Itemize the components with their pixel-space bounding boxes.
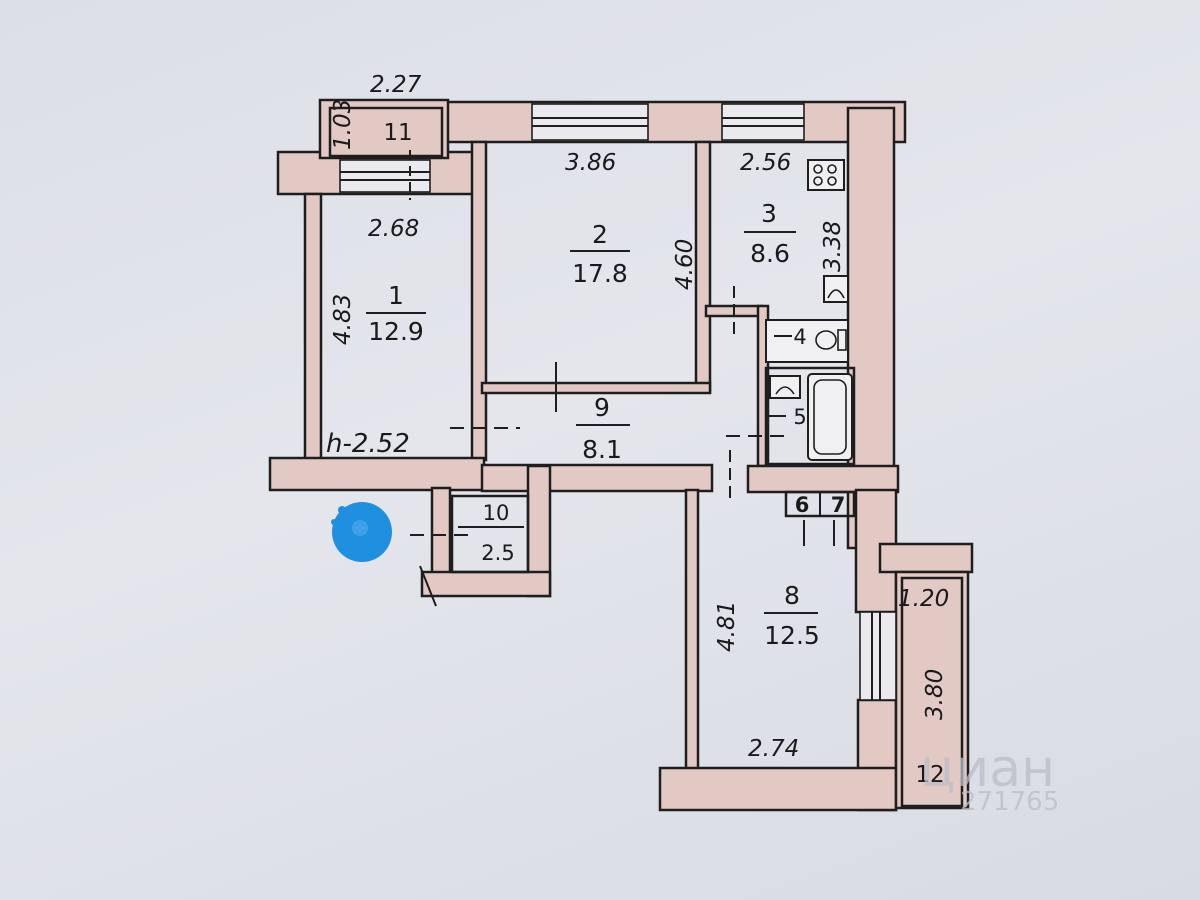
room-number-2: 2	[592, 220, 608, 249]
dim-room2-length: 4.60	[672, 239, 698, 290]
dim-ceiling-height: h-2.52	[326, 429, 410, 459]
wall-room8-bottom	[658, 766, 898, 812]
wall-lower-left	[268, 456, 486, 492]
window-room2	[531, 103, 649, 141]
dim-room2-width: 3.86	[565, 150, 616, 176]
door-marks	[409, 150, 835, 607]
room-area-8: 12.5	[764, 621, 820, 650]
fraction-lines	[366, 231, 818, 614]
dim-room8-width: 2.74	[748, 736, 799, 762]
balcony-11-inner	[328, 106, 444, 158]
dim-balcony-12-length: 3.80	[922, 669, 948, 720]
bathtub-icon	[807, 373, 853, 461]
room-number-7: 7	[831, 493, 846, 517]
room-number-6: 6	[795, 493, 810, 517]
dim-room1-length: 4.83	[330, 294, 356, 345]
dim-balcony-12-width: 1.20	[898, 586, 949, 612]
dim-room1-width: 2.68	[368, 216, 419, 242]
sink-icon	[823, 275, 849, 303]
wall-room1-room2	[470, 140, 488, 462]
room-number-12: 12	[915, 762, 944, 788]
window-room8	[859, 611, 897, 701]
balcony-12-inner	[900, 576, 964, 808]
wall-room2-kitchen	[694, 140, 712, 394]
window-kitchen	[721, 103, 805, 141]
wall-corridor-lower	[480, 463, 714, 493]
wall-right-stub	[878, 542, 974, 574]
dim-balcony-11-depth: 1.03	[330, 99, 356, 150]
room-number-8: 8	[784, 581, 800, 610]
room-area-1: 12.9	[368, 317, 424, 346]
watermark-number: 271765	[960, 787, 1059, 817]
room-number-10: 10	[483, 501, 510, 525]
room-number-4: 4	[793, 325, 806, 349]
wall-balcony-12	[894, 570, 970, 810]
room-number-9: 9	[594, 393, 610, 422]
room-area-9: 8.1	[582, 435, 622, 464]
room-number-3: 3	[761, 199, 777, 228]
watermark-brand: циан	[920, 739, 1055, 799]
dim-balcony-11-width: 2.27	[370, 72, 422, 98]
room-area-3: 8.6	[750, 239, 790, 268]
toilet-icon	[765, 319, 849, 363]
dim-kitchen-width: 2.56	[740, 150, 791, 176]
room-10-outline	[450, 494, 530, 574]
wall-balcony-11	[318, 98, 450, 160]
wall-entry-left	[430, 486, 452, 578]
washbasin-icon	[769, 375, 801, 399]
stove-icon	[807, 159, 845, 191]
room-number-5: 5	[793, 405, 806, 429]
wall-below-room2	[480, 381, 712, 395]
wall-room8-left	[684, 488, 700, 772]
room-number-11: 11	[383, 120, 412, 146]
wall-corridor-lower-right	[746, 464, 900, 494]
wall-top-room2	[438, 100, 907, 144]
room-area-10: 2.5	[481, 541, 514, 565]
wall-entry-bottom	[420, 570, 552, 598]
window-room1	[339, 159, 431, 193]
room-area-2: 17.8	[572, 259, 628, 288]
wall-left-room1	[303, 192, 323, 462]
blue-marker-icon	[331, 502, 392, 562]
room-number-1: 1	[388, 281, 404, 310]
bath-room-outline	[764, 366, 856, 466]
dim-kitchen-length: 3.38	[820, 221, 846, 272]
dim-room8-length: 4.81	[714, 601, 740, 652]
